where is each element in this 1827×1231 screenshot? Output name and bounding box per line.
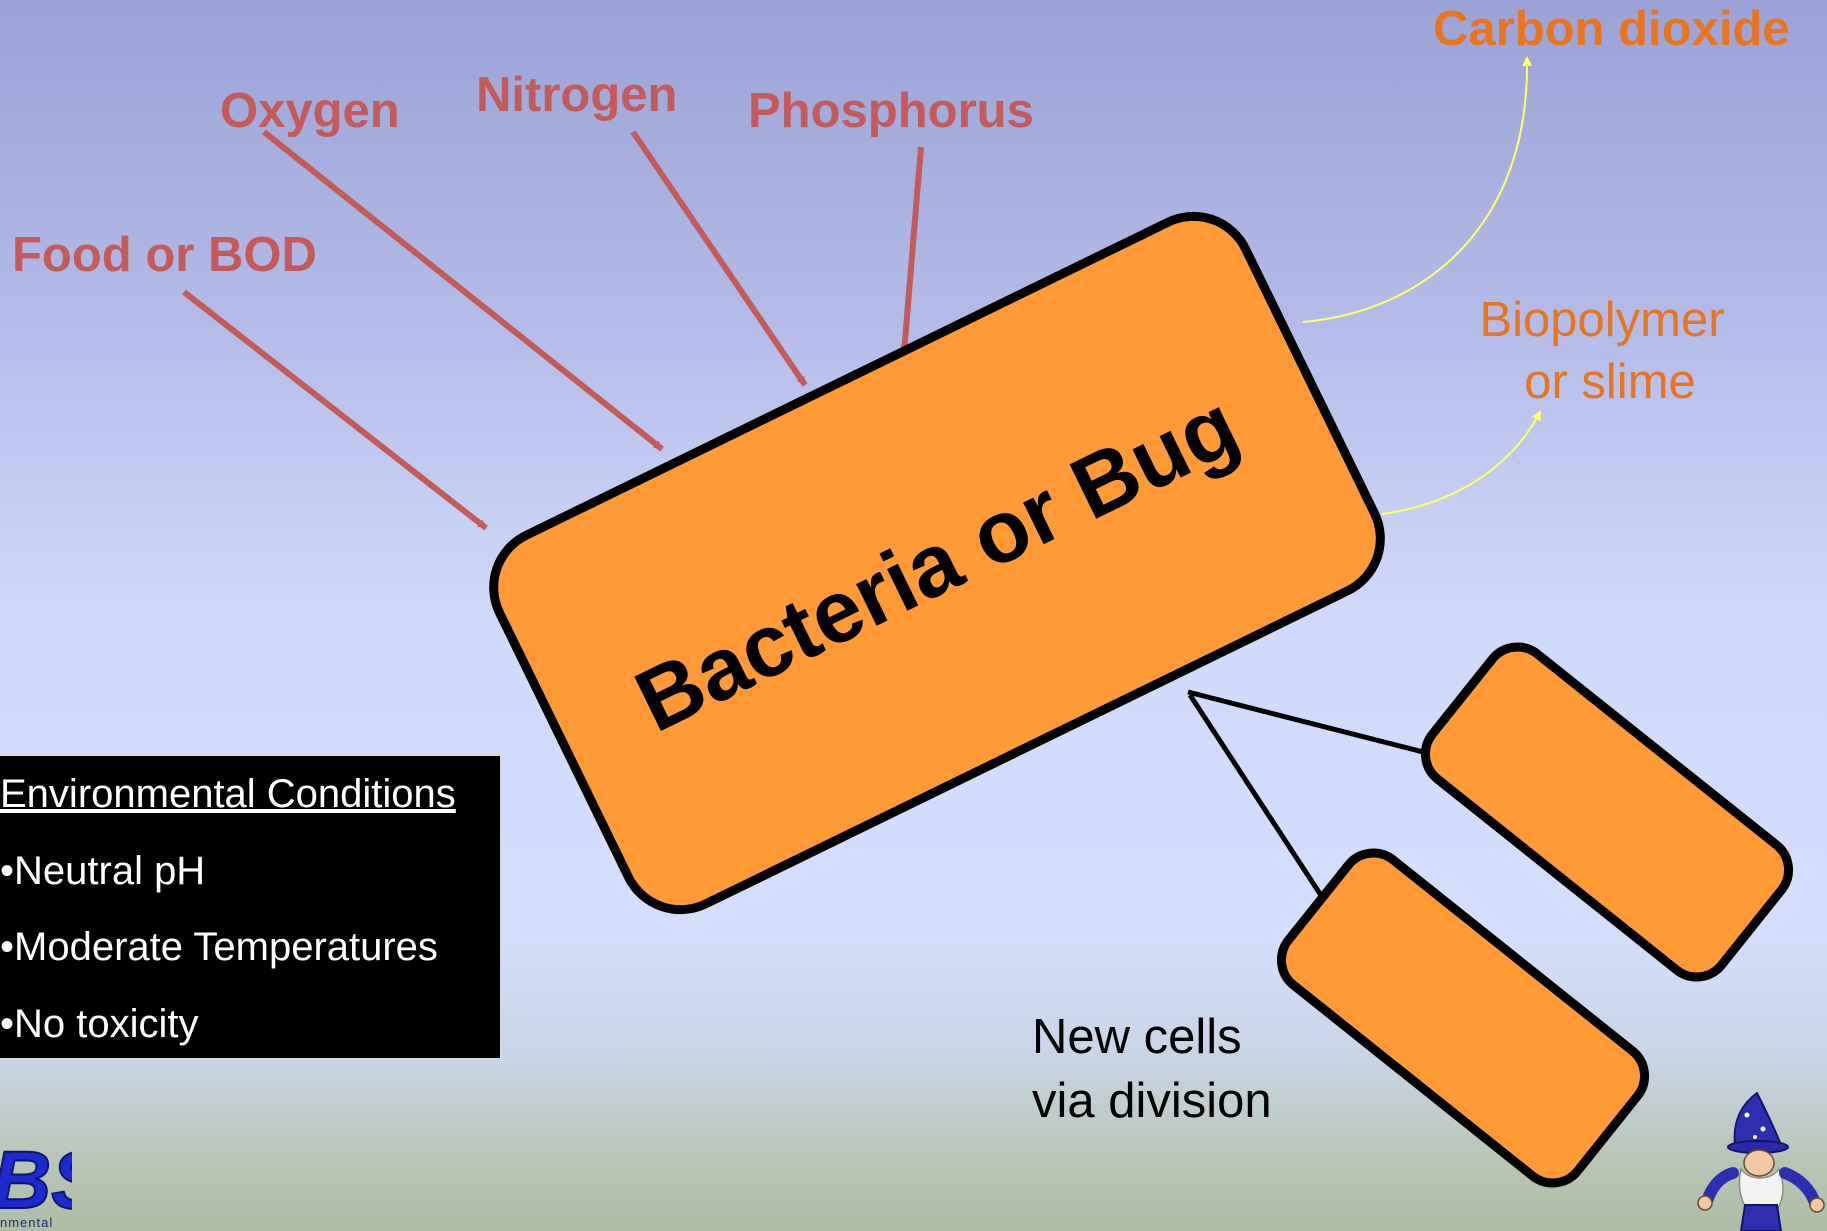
biopolymer-label-line2: or slime: [1524, 355, 1696, 409]
new-cells-label-line1: New cells: [1032, 1010, 1242, 1064]
wizard-icon: [1693, 1085, 1827, 1231]
biopolymer-arrow: [1382, 412, 1540, 514]
phosphorus-label: Phosphorus: [748, 84, 1034, 138]
biopolymer-label-line1: Biopolymer: [1479, 293, 1724, 347]
food-label: Food or BOD: [12, 228, 317, 282]
carbon-dioxide-arrow: [1303, 58, 1527, 322]
nitrogen-label: Nitrogen: [476, 68, 677, 122]
oxygen-label: Oxygen: [220, 84, 400, 138]
logo-caption: nmental: [0, 1215, 53, 1230]
condition-item: •No toxicity: [0, 1002, 199, 1047]
conditions-heading: Environmental Conditions: [0, 772, 456, 817]
condition-item: •Neutral pH: [0, 849, 205, 894]
new-cells-label-line2: via division: [1032, 1074, 1272, 1128]
phosphorus-arrow: [904, 147, 921, 353]
food-arrow: [184, 292, 486, 528]
condition-item: •Moderate Temperatures: [0, 925, 438, 970]
environmental-conditions-box: Environmental Conditions •Neutral pH •Mo…: [0, 754, 502, 1060]
svg-text:BS: BS: [0, 1135, 72, 1226]
nitrogen-arrow: [633, 132, 805, 385]
carbon-dioxide-label: Carbon dioxide: [1433, 2, 1790, 56]
